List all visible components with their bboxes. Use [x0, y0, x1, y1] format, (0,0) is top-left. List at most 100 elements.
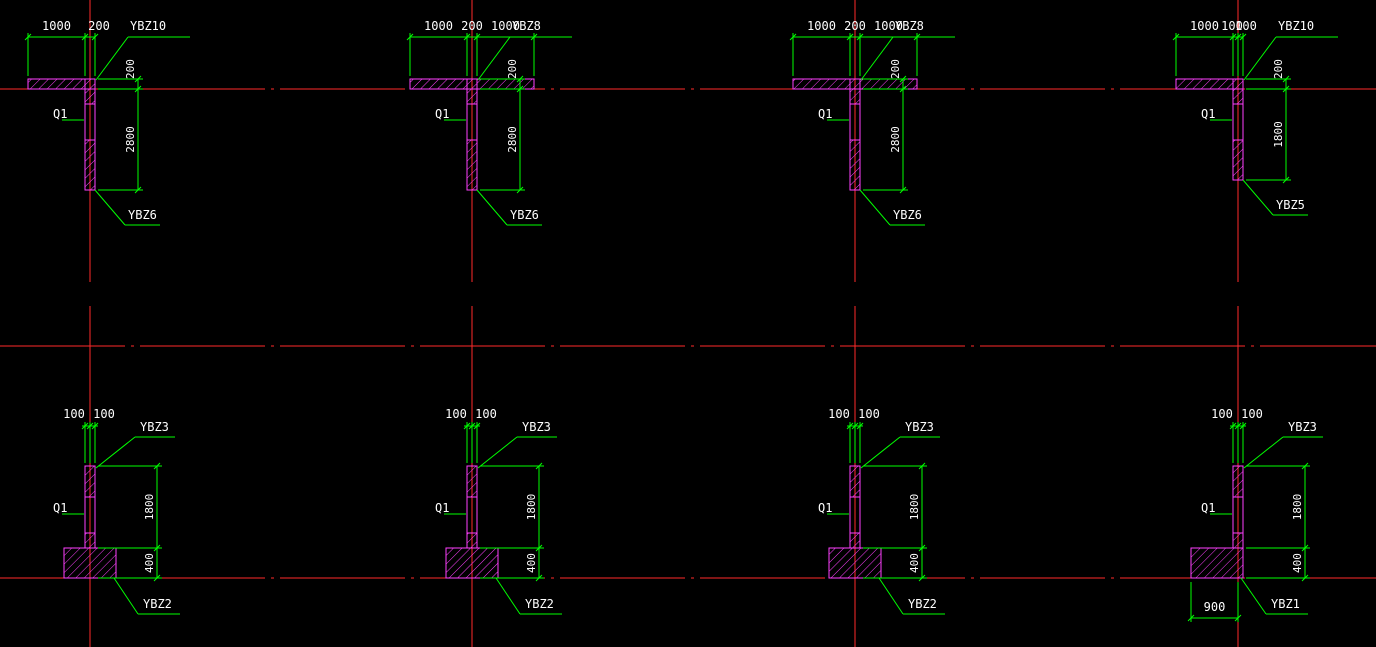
dimension-tick	[24, 33, 32, 41]
dimension-tick	[851, 422, 859, 430]
dimension-tick	[1187, 614, 1195, 622]
dimension-label-top: 100	[1235, 19, 1257, 33]
dimension-label-top: 200	[461, 19, 483, 33]
dimension-tick	[846, 33, 854, 41]
dimension-tick	[535, 574, 543, 582]
dimension-tick	[153, 574, 161, 582]
component-tag-top: YBZ3	[1288, 420, 1317, 434]
dimension-label-top: 100	[475, 407, 497, 421]
wall-node-bottom	[1232, 139, 1244, 181]
dimension-label-top: 1000	[42, 19, 71, 33]
dimension-tick	[846, 422, 854, 430]
leader-line	[859, 189, 891, 226]
dimension-tick	[535, 544, 543, 552]
leader-line	[1243, 36, 1277, 81]
dimension-tick	[918, 574, 926, 582]
dimension-label-top: 1000	[424, 19, 453, 33]
component-tag-bottom: YBZ2	[143, 597, 172, 611]
dimension-label-bottom: 900	[1204, 600, 1226, 614]
dimension-label-top: 100	[445, 407, 467, 421]
wall-node-top	[84, 465, 96, 498]
leader-line	[95, 36, 129, 81]
wall-label: Q1	[435, 501, 449, 515]
dimension-label-right-small: 200	[506, 59, 519, 79]
dimension-tick	[86, 422, 94, 430]
wall-node-bottom	[84, 139, 96, 191]
leader-line	[477, 36, 511, 81]
component-tag-top: YBZ10	[1278, 19, 1314, 33]
dimension-tick	[463, 33, 471, 41]
dimension-label-top: 1000	[807, 19, 836, 33]
component-tag-top: YBZ3	[522, 420, 551, 434]
dimension-tick	[535, 462, 543, 470]
dimension-label-right-big: 1800	[1291, 494, 1304, 521]
component-tag-top: YBZ10	[130, 19, 166, 33]
dimension-label-top: 100	[63, 407, 85, 421]
component-tag-bottom: YBZ5	[1276, 198, 1305, 212]
wall-node-bottom	[84, 532, 96, 549]
dimension-tick	[153, 462, 161, 470]
dimension-label-right-big: 1800	[1272, 121, 1285, 148]
dimension-tick	[134, 85, 142, 93]
leader-line	[1242, 179, 1274, 216]
dimension-label-right-small: 400	[1291, 553, 1304, 573]
wall-node-top	[849, 465, 861, 498]
dimension-tick	[918, 544, 926, 552]
leader-line	[495, 577, 521, 615]
component-tag-bottom: YBZ6	[128, 208, 157, 222]
dimension-label-right-big: 2800	[889, 126, 902, 153]
wall-label: Q1	[53, 501, 67, 515]
dimension-tick	[856, 33, 864, 41]
dimension-tick	[1234, 33, 1242, 41]
dimension-label-right-small: 400	[908, 553, 921, 573]
dimension-label-top: 200	[88, 19, 110, 33]
dimension-tick	[856, 422, 864, 430]
base-block-hatch	[445, 547, 499, 579]
dimension-tick	[91, 422, 99, 430]
dimension-tick	[1282, 75, 1290, 83]
dimension-label-right-big: 1800	[525, 494, 538, 521]
component-tag-bottom: YBZ2	[525, 597, 554, 611]
wall-node-top	[849, 88, 861, 105]
dimension-tick	[134, 75, 142, 83]
dimension-tick	[789, 33, 797, 41]
dimension-label-right-big: 1800	[908, 494, 921, 521]
dimension-tick	[134, 186, 142, 194]
dimension-tick	[899, 186, 907, 194]
wall-node-bottom	[849, 139, 861, 191]
dimension-tick	[406, 33, 414, 41]
dimension-tick	[1301, 544, 1309, 552]
dimension-tick	[918, 462, 926, 470]
dimension-tick	[1172, 33, 1180, 41]
dimension-tick	[463, 422, 471, 430]
dimension-tick	[153, 544, 161, 552]
leader-line	[476, 189, 508, 226]
base-block-hatch	[828, 547, 882, 579]
dimension-label-top: 100	[1221, 19, 1243, 33]
dimension-tick	[1239, 422, 1247, 430]
dimension-label-right-small: 200	[889, 59, 902, 79]
dimension-label-top: 100	[1211, 407, 1233, 421]
component-tag-top: YBZ3	[905, 420, 934, 434]
wall-label: Q1	[435, 107, 449, 121]
component-tag-top: YBZ8	[895, 19, 924, 33]
dimension-tick	[81, 422, 89, 430]
wall-label: Q1	[818, 107, 832, 121]
dimension-label-top: 100	[1241, 407, 1263, 421]
wall-node-bottom	[466, 139, 478, 191]
dimension-tick	[1234, 422, 1242, 430]
dimension-label-top: 200	[844, 19, 866, 33]
wall-label: Q1	[53, 107, 67, 121]
dimension-label-top: 100	[858, 407, 880, 421]
dimension-label-right-small: 400	[525, 553, 538, 573]
leader-line	[860, 436, 901, 469]
component-tag-bottom: YBZ6	[510, 208, 539, 222]
dimension-tick	[1229, 422, 1237, 430]
dimension-tick	[1282, 176, 1290, 184]
